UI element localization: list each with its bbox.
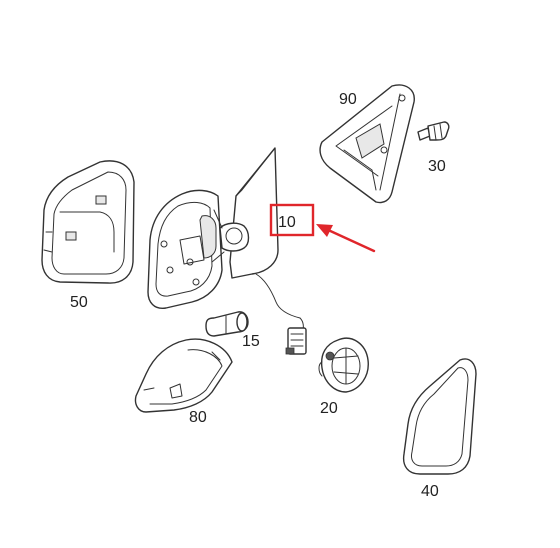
part-80-lower-cover[interactable] [134, 338, 233, 413]
part-20-motor[interactable] [318, 337, 369, 393]
highlight-box [269, 203, 315, 237]
part-50-mirror-frame[interactable] [41, 160, 135, 284]
label-part-30: 30 [428, 158, 446, 175]
part-10-mirror-assembly[interactable] [147, 147, 301, 319]
label-part-40: 40 [421, 483, 439, 500]
part-30-screw[interactable] [417, 121, 450, 141]
label-part-20: 20 [320, 400, 338, 417]
label-part-80: 80 [189, 409, 207, 426]
label-part-50: 50 [70, 294, 88, 311]
part-90-bracket[interactable] [319, 84, 415, 204]
part-15-cylinder[interactable] [205, 311, 249, 337]
part-40-mirror-glass[interactable] [402, 358, 477, 475]
label-part-15: 15 [242, 333, 260, 350]
highlight-arrow [316, 224, 376, 253]
label-part-90: 90 [339, 91, 357, 108]
label-part-10: 10 [278, 214, 296, 231]
cable-connector[interactable] [285, 317, 307, 355]
